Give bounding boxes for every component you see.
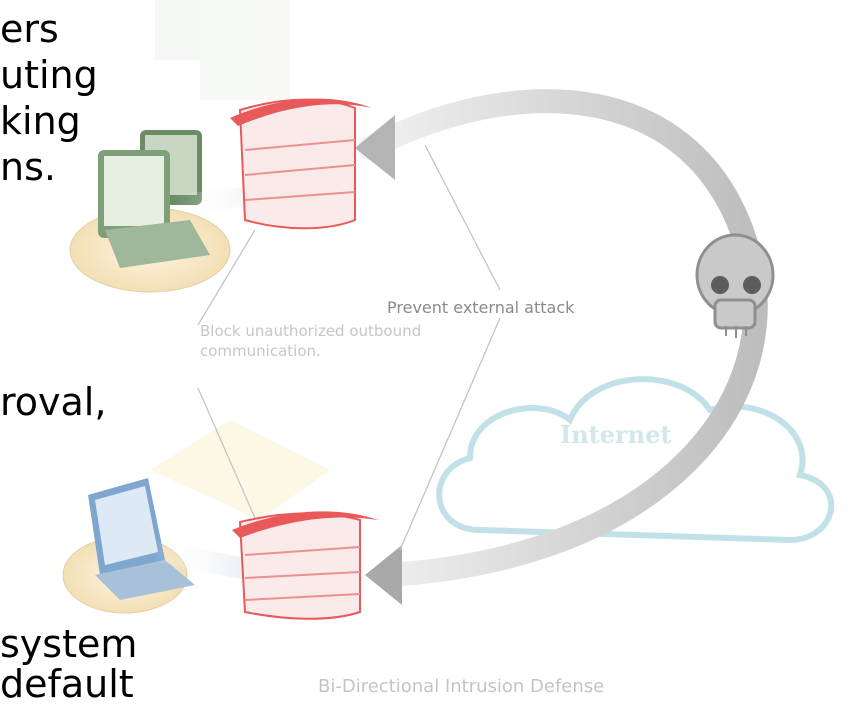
text-fragment-6: system bbox=[0, 622, 138, 666]
laptop-arrow bbox=[150, 540, 305, 600]
outbound-block-label: Block unauthorized outbound bbox=[200, 322, 422, 340]
diagram-title: Bi-Directional Intrusion Defense bbox=[318, 676, 605, 697]
skull-icon bbox=[695, 233, 775, 338]
faint-background-building bbox=[155, 0, 290, 100]
text-fragment-5: roval, bbox=[0, 380, 107, 424]
faint-background-shape bbox=[150, 420, 330, 520]
outbound-block-label-line2: communication. bbox=[200, 342, 321, 360]
external-attack-label: Prevent external attack bbox=[387, 298, 575, 317]
connector-lines bbox=[197, 144, 501, 551]
firewall-top bbox=[230, 98, 372, 230]
text-fragment-4: ns. bbox=[0, 145, 56, 189]
text-fragment-7: default bbox=[0, 662, 134, 706]
firewall-bottom bbox=[232, 511, 378, 620]
text-fragment-2: uting bbox=[0, 53, 98, 97]
internet-label: Internet bbox=[560, 420, 672, 449]
text-fragment-1: ers bbox=[0, 7, 59, 51]
text-fragment-3: king bbox=[0, 99, 81, 143]
desktop-computer bbox=[69, 130, 320, 293]
laptop-computer bbox=[62, 478, 305, 614]
